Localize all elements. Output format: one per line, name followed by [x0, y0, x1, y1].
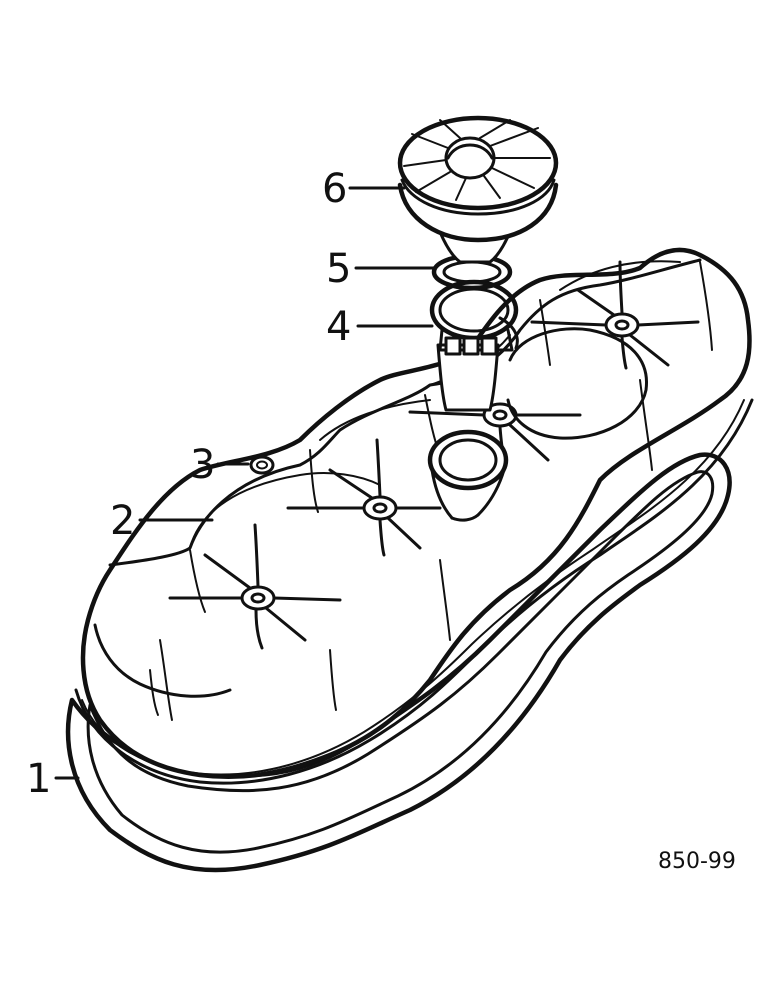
callout-5: 5: [326, 246, 351, 292]
callout-4: 4: [326, 304, 351, 350]
callout-3: 3: [190, 442, 215, 488]
figure-number: 850-99: [658, 849, 736, 874]
bolt-boss-1: [168, 523, 342, 650]
filler-neck: [427, 429, 509, 522]
bolt-boss-4: [530, 260, 700, 370]
filler-cap: [397, 115, 559, 264]
valve-cover: [74, 247, 754, 785]
leader-lines: [54, 186, 436, 780]
washer: [249, 455, 275, 475]
callout-6: 6: [322, 166, 347, 212]
callout-2: 2: [110, 498, 135, 544]
bolt-boss-2: [286, 438, 442, 557]
callout-1: 1: [26, 756, 51, 802]
